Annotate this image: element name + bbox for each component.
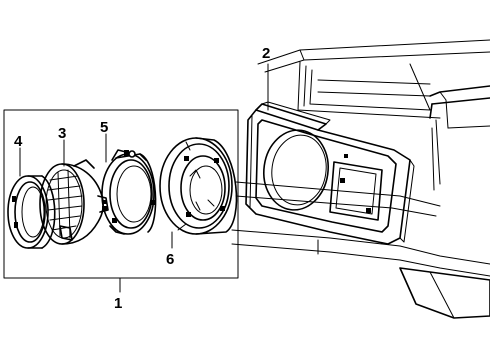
part-6-lamp-housing — [159, 137, 238, 235]
callout-labels: 1 2 3 4 5 6 — [14, 45, 270, 312]
callout-1: 1 — [114, 295, 122, 312]
part-3-sealed-beam-lamp — [39, 159, 109, 245]
callout-5: 5 — [100, 119, 108, 136]
vehicle-front-body — [231, 39, 490, 319]
callout-6: 6 — [166, 251, 174, 268]
part-4-retaining-ring — [7, 175, 56, 249]
callout-3: 3 — [58, 125, 66, 142]
leader-lines — [19, 63, 269, 249]
part-5-mounting-ring — [101, 149, 157, 235]
callout-2: 2 — [262, 45, 270, 62]
callout-4: 4 — [14, 133, 23, 150]
assembly-1-bracket — [3, 109, 239, 293]
part-2-headlamp-bezel — [245, 101, 415, 245]
